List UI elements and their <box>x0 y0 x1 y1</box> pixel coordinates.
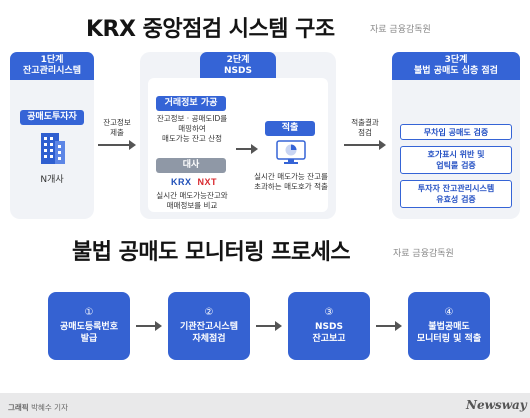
stage2-section-b-title: 대사 <box>156 158 226 173</box>
arrow1-line <box>98 144 130 146</box>
process-arrow-3-line <box>376 325 396 327</box>
stage2-section-a-line1: 잔고정보 · 공매도ID를 <box>156 114 228 123</box>
process-arrow-1-head <box>155 321 162 331</box>
footer-credit: 그래픽 박혜수 기자 <box>8 402 68 413</box>
arrow2-head <box>251 144 258 154</box>
process-step-4-num: ④ <box>444 307 454 318</box>
check-item-3-line1: 투자자 잔고관리시스템 <box>417 184 495 193</box>
check-item-1: 무차입 공매도 검증 <box>400 124 512 140</box>
stage1-name: 잔고관리시스템 <box>23 66 81 76</box>
section2-source: 자료 금융감독원 <box>393 249 454 259</box>
stage2-section-b-line2: 매매정보를 비교 <box>166 201 218 210</box>
monitor-chart-icon <box>276 140 306 164</box>
check-item-1-text: 무차입 공매도 검증 <box>423 127 489 137</box>
stage3-panel: 3단계 불법 공매도 심층 점검 무차입 공매도 검증 호가표시 위반 및 업틱… <box>392 52 520 219</box>
process-step-3-line1: NSDS <box>315 322 343 332</box>
stage2-header: 2단계 NSDS <box>200 52 276 80</box>
stage1-header: 1단계 잔고관리시스템 <box>10 52 94 80</box>
stage1-caption: N개사 <box>40 175 64 185</box>
arrow3-label-line2: 점검 <box>358 128 372 137</box>
process-step-1-line1: 공매도등록번호 <box>60 322 118 332</box>
stage2-section-b-text: 실시간 매도가능잔고와 매매정보를 비교 <box>144 191 240 211</box>
process-step-4-line2: 모니터링 및 적출 <box>416 334 482 344</box>
check-item-3: 투자자 잔고관리시스템 유효성 검증 <box>400 180 512 208</box>
footer-bar <box>0 393 530 418</box>
check-item-2: 호가표시 위반 및 업틱룰 검증 <box>400 146 512 174</box>
nxt-logo: NXT <box>197 177 217 187</box>
building-icon <box>41 133 65 164</box>
process-arrow-2-line <box>256 325 276 327</box>
process-step-4-line1: 불법공매도 <box>428 322 470 332</box>
process-step-2: ② 기관잔고시스템 자체점검 <box>168 292 250 360</box>
process-step-3: ③ NSDS 잔고보고 <box>288 292 370 360</box>
stage2-detect-line1: 실시간 매도가능 잔고를 <box>254 172 328 181</box>
process-arrow-2-head <box>275 321 282 331</box>
process-step-4: ④ 불법공매도 모니터링 및 적출 <box>408 292 490 360</box>
arrow3-label-line1: 적출결과 <box>351 118 379 127</box>
arrow1-label: 잔고정보 제출 <box>96 118 138 138</box>
stage1-step: 1단계 <box>40 55 64 65</box>
footer-credit-name: 박혜수 기자 <box>31 403 68 412</box>
stage2-detect-line2: 초과하는 매도호가 적출 <box>254 182 328 191</box>
check-item-2-line2: 업틱룰 검증 <box>436 161 476 170</box>
section1-source: 자료 금융감독원 <box>370 25 431 35</box>
arrow1-label-line2: 제출 <box>110 128 124 137</box>
stage2-section-a-text: 잔고정보 · 공매도ID를 매핑하여 매도가능 잔고 산정 <box>146 114 238 144</box>
arrow3-line <box>344 144 380 146</box>
arrow2-line <box>236 148 252 150</box>
stage3-step: 3단계 <box>444 55 468 65</box>
arrow1-head <box>129 140 136 150</box>
stage2-name: NSDS <box>224 66 252 76</box>
process-arrow-3-head <box>395 321 402 331</box>
process-step-1-line2: 발급 <box>80 334 98 344</box>
process-step-2-line1: 기관잔고시스템 <box>180 322 238 332</box>
stage1-box-title: 공매도투자자 <box>20 110 84 125</box>
stage2-step: 2단계 <box>226 55 250 65</box>
stage2-section-a-title: 거래정보 가공 <box>156 96 226 111</box>
stage2-detect-text: 실시간 매도가능 잔고를 초과하는 매도호가 적출 <box>248 172 334 192</box>
krx-logo: KRX <box>170 177 192 187</box>
stage2-section-a-line2: 매핑하여 <box>178 124 206 133</box>
stage3-header: 3단계 불법 공매도 심층 점검 <box>392 52 520 80</box>
arrow3-label: 적출결과 점검 <box>340 118 390 138</box>
check-item-3-line2: 유효성 검증 <box>436 195 476 204</box>
stage3-name: 불법 공매도 심층 점검 <box>414 66 498 76</box>
section2-title: 불법 공매도 모니터링 프로세스 <box>72 240 351 265</box>
footer-credit-prefix: 그래픽 <box>8 403 29 412</box>
process-step-3-num: ③ <box>324 307 334 318</box>
stage2-section-a-line3: 매도가능 잔고 산정 <box>162 134 222 143</box>
process-step-2-num: ② <box>204 307 214 318</box>
process-step-1: ① 공매도등록번호 발급 <box>48 292 130 360</box>
stage2-section-b-line1: 실시간 매도가능잔고와 <box>156 191 228 200</box>
stage1-panel: 1단계 잔고관리시스템 공매도투자자 N개사 <box>10 52 94 219</box>
section1-title: KRX 중앙점검 시스템 구조 <box>86 17 335 42</box>
process-step-1-num: ① <box>84 307 94 318</box>
process-arrow-1-line <box>136 325 156 327</box>
stage2-panel: 2단계 NSDS 거래정보 가공 잔고정보 · 공매도ID를 매핑하여 매도가능… <box>140 52 336 219</box>
check-item-2-line1: 호가표시 위반 및 <box>427 150 485 159</box>
process-step-2-line2: 자체점검 <box>192 334 226 344</box>
stage2-detect-title: 적출 <box>265 121 315 136</box>
process-step-3-line2: 잔고보고 <box>312 334 346 344</box>
stage2-logos: KRX NXT <box>164 176 224 188</box>
arrow3-head <box>379 140 386 150</box>
newsway-logo: Newsway <box>466 398 527 412</box>
arrow1-label-line1: 잔고정보 <box>103 118 131 127</box>
